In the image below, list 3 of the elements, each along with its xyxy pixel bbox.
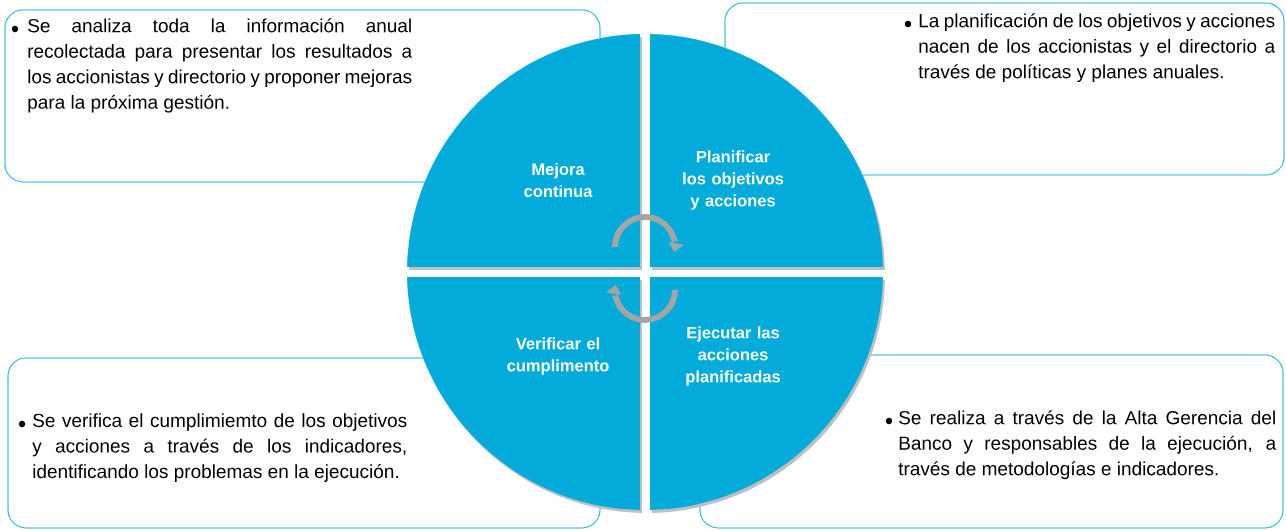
quadrant-segment: Verificar el cumplimento <box>407 277 642 513</box>
quadrant-segment: Ejecutar las acciones planificadas <box>650 277 885 513</box>
quadrant-segment: Planificar los objetivos y acciones <box>650 34 885 270</box>
